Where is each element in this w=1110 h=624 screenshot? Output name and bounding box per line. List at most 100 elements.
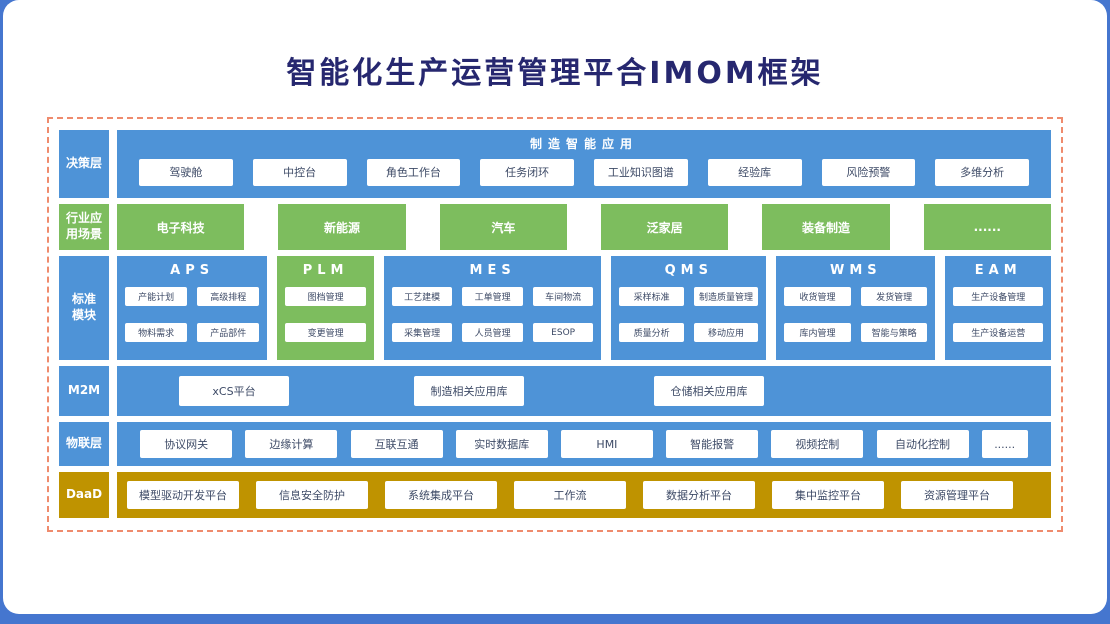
layer-body-daad: 模型驱动开发平台 信息安全防护 系统集成平台 工作流 数据分析平台 集中监控平台… (117, 472, 1051, 518)
decision-item: 任务闭环 (480, 158, 574, 186)
column-header-qms: QMS (664, 263, 713, 278)
daad-item: 集中监控平台 (772, 481, 884, 509)
module-item: 制造质量管理 (693, 287, 759, 306)
layer-label-text: 用场景 (65, 227, 102, 241)
module-column-eam: EAM 生产设备管理 生产设备运营 (945, 256, 1051, 360)
layer-label-iot: 物联层 (59, 422, 109, 466)
layer-body-modules: APS 产能计划 高级排程 物料需求 产品部件 PLM 图档管理 变更管理 (117, 256, 1051, 360)
iot-item: 互联互通 (350, 430, 443, 458)
iot-item: 智能报警 (666, 430, 759, 458)
module-item: 高级排程 (197, 287, 260, 306)
column-header-aps: APS (170, 263, 215, 278)
column-header-plm: PLM (302, 263, 349, 278)
module-item: 变更管理 (285, 323, 366, 342)
layer-label-text: M2M (67, 383, 101, 398)
module-column-mes: MES 工艺建模 工单管理 车间物流 采集管理 人员管理 ESOP (383, 256, 602, 360)
module-column-plm: PLM 图档管理 变更管理 (277, 256, 374, 360)
iot-item: 实时数据库 (455, 430, 548, 458)
layer-label-text: 标准 (71, 292, 96, 307)
layer-body-iot: 协议网关 边缘计算 互联互通 实时数据库 HMI 智能报警 视频控制 自动化控制… (117, 422, 1051, 466)
industry-item: 泛家居 (600, 204, 729, 250)
layer-body-industry: 电子科技 新能源 汽车 泛家居 装备制造 ...... (117, 204, 1051, 250)
module-item: 移动应用 (693, 323, 759, 342)
daad-item: 工作流 (514, 481, 626, 509)
daad-item: 资源管理平台 (901, 481, 1013, 509)
module-item: 车间物流 (532, 287, 594, 306)
module-column-qms: QMS 采样标准 制造质量管理 质量分析 移动应用 (611, 256, 767, 360)
decision-band-header: 制造智能应用 (529, 137, 638, 151)
module-item: 产能计划 (125, 287, 188, 306)
daad-item: 系统集成平台 (385, 481, 497, 509)
decision-item: 工业知识图谱 (594, 158, 688, 186)
module-item: 生产设备管理 (953, 287, 1043, 306)
module-item: 采样标准 (619, 287, 684, 306)
layer-decision: 决策层 制造智能应用 驾驶舱 中控台 角色工作台 任务闭环 工业知识图谱 经验库… (59, 130, 1051, 198)
module-item: 智能与策略 (860, 323, 928, 342)
daad-item: 模型驱动开发平台 (127, 481, 239, 509)
module-column-wms: WMS 收货管理 发货管理 库内管理 智能与策略 (776, 256, 936, 360)
module-item: 库内管理 (784, 323, 851, 342)
iot-item: 视频控制 (771, 430, 864, 458)
mes-items: 工艺建模 工单管理 车间物流 采集管理 人员管理 ESOP (391, 280, 594, 349)
industry-item: ...... (923, 204, 1051, 250)
module-item: 物料需求 (125, 323, 188, 342)
decision-item: 角色工作台 (366, 158, 461, 186)
layer-daad: DaaD 模型驱动开发平台 信息安全防护 系统集成平台 工作流 数据分析平台 集… (59, 472, 1051, 518)
iot-item: 边缘计算 (245, 430, 338, 458)
decision-item: 中控台 (252, 158, 347, 186)
decision-item: 驾驶舱 (139, 158, 233, 186)
module-item: 产品部件 (197, 323, 260, 342)
layer-body-decision: 制造智能应用 驾驶舱 中控台 角色工作台 任务闭环 工业知识图谱 经验库 风险预… (117, 130, 1051, 198)
column-header-mes: MES (469, 263, 516, 278)
wms-items: 收货管理 发货管理 库内管理 智能与策略 (784, 280, 928, 349)
column-header-wms: WMS (830, 263, 882, 278)
eam-items: 生产设备管理 生产设备运营 (953, 280, 1043, 349)
decision-item: 多维分析 (935, 158, 1029, 186)
iot-item: 协议网关 (140, 430, 233, 458)
module-item: ESOP (532, 323, 594, 342)
framework-dashed-frame: 决策层 制造智能应用 驾驶舱 中控台 角色工作台 任务闭环 工业知识图谱 经验库… (47, 117, 1063, 532)
column-header-eam: EAM (974, 263, 1022, 278)
layer-label-daad: DaaD (59, 472, 109, 518)
decision-items: 驾驶舱 中控台 角色工作台 任务闭环 工业知识图谱 经验库 风险预警 多维分析 (117, 152, 1051, 198)
iot-item: HMI (560, 430, 653, 458)
module-item: 发货管理 (860, 287, 928, 306)
module-item: 人员管理 (462, 323, 523, 342)
layer-label-decision: 决策层 (59, 130, 109, 198)
daad-item: 数据分析平台 (643, 481, 755, 509)
iot-item: ...... (981, 430, 1028, 458)
module-item: 采集管理 (391, 323, 453, 342)
layer-label-text: 行业应 (65, 211, 102, 226)
layer-label-industry: 行业应 用场景 (59, 204, 109, 250)
daad-item: 信息安全防护 (256, 481, 368, 509)
layer-label-m2m: M2M (59, 366, 109, 416)
industry-item: 电子科技 (117, 204, 245, 250)
module-item: 工单管理 (462, 287, 523, 306)
layer-industry: 行业应 用场景 电子科技 新能源 汽车 泛家居 装备制造 ...... (59, 204, 1051, 250)
decision-item: 风险预警 (821, 158, 916, 186)
layer-label-text: 物联层 (65, 436, 102, 451)
module-item: 工艺建模 (391, 287, 453, 306)
iot-item: 自动化控制 (876, 430, 969, 458)
module-item: 图档管理 (285, 287, 366, 306)
industry-item: 汽车 (439, 204, 567, 250)
industry-item: 装备制造 (762, 204, 890, 250)
m2m-item: 仓储相关应用库 (654, 376, 764, 406)
plm-items: 图档管理 变更管理 (285, 280, 366, 349)
m2m-item: 制造相关应用库 (414, 376, 524, 406)
decision-item: 经验库 (707, 158, 802, 186)
m2m-item: xCS平台 (179, 376, 289, 406)
industry-item: 新能源 (278, 204, 406, 250)
layer-iot: 物联层 协议网关 边缘计算 互联互通 实时数据库 HMI 智能报警 视频控制 自… (59, 422, 1051, 466)
aps-items: 产能计划 高级排程 物料需求 产品部件 (125, 280, 260, 349)
module-item: 收货管理 (784, 287, 851, 306)
module-item: 质量分析 (619, 323, 684, 342)
layer-modules: 标准 模块 APS 产能计划 高级排程 物料需求 产品部件 PLM 图档 (59, 256, 1051, 360)
qms-items: 采样标准 制造质量管理 质量分析 移动应用 (619, 280, 759, 349)
layer-label-text: 模块 (71, 308, 96, 322)
module-item: 生产设备运营 (953, 323, 1043, 342)
module-column-aps: APS 产能计划 高级排程 物料需求 产品部件 (117, 256, 268, 360)
layer-body-m2m: xCS平台 制造相关应用库 仓储相关应用库 (117, 366, 1051, 416)
page-title: 智能化生产运营管理平合IMOM框架 (286, 56, 824, 91)
